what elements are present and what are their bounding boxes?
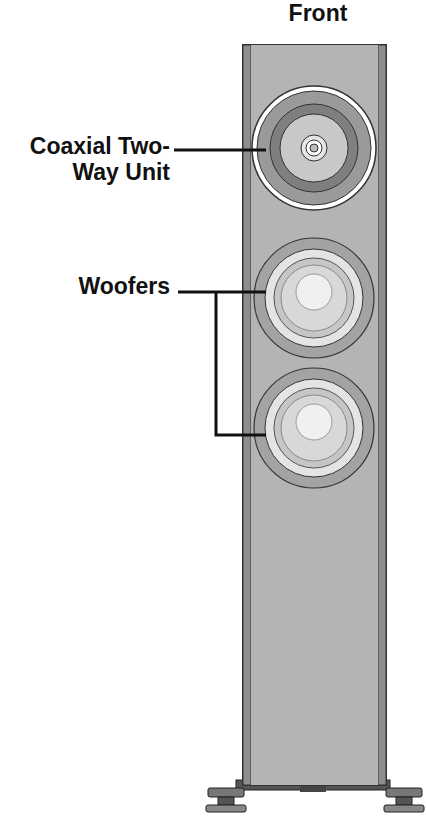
- part-label: Woofers: [20, 273, 170, 299]
- woofer: [254, 238, 374, 358]
- leader-line: [174, 150, 266, 435]
- part-label: Coaxial Two- Way Unit: [2, 133, 170, 185]
- woofer: [254, 368, 374, 488]
- speaker-cabinet: [243, 45, 386, 785]
- coaxial-unit: [252, 86, 376, 210]
- view-label: Front: [258, 0, 378, 26]
